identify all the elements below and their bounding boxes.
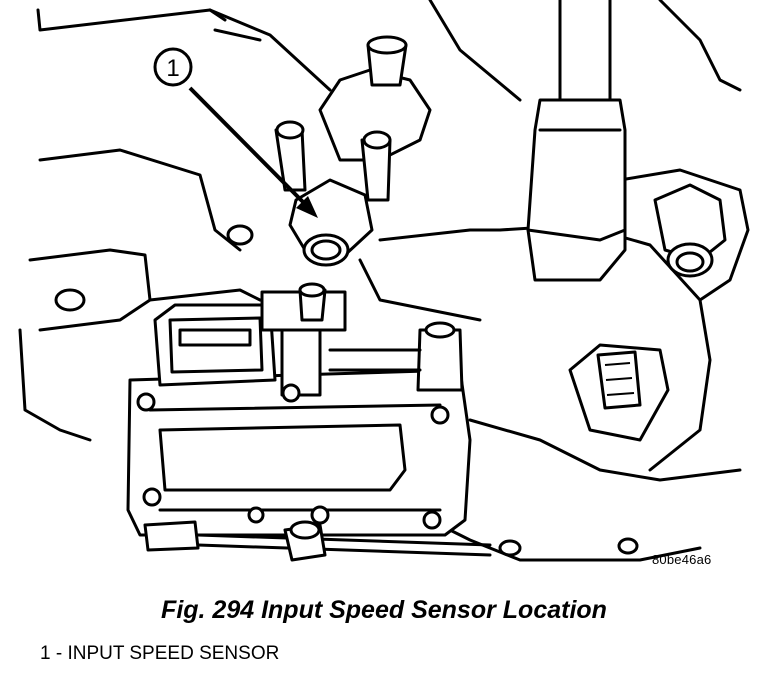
callout-1: 1 — [153, 47, 318, 218]
right-fitting — [653, 183, 727, 278]
figure-caption: Fig. 294 Input Speed Sensor Location — [161, 596, 607, 624]
upper-bracket — [274, 35, 432, 202]
lower-harness — [143, 520, 492, 562]
transmission-housing — [18, 0, 750, 562]
legend-item: 1 - INPUT SPEED SENSOR — [40, 643, 280, 664]
line-art-illustration: 1 — [18, 0, 750, 562]
callout-number: 1 — [166, 55, 179, 82]
transmission-drawing: 1 — [18, 0, 750, 562]
solenoid-assembly — [126, 282, 472, 537]
right-connector — [568, 343, 670, 442]
input-speed-sensor — [288, 178, 374, 267]
drawing-code: 80be46a6 — [652, 552, 712, 567]
shift-shaft — [526, 0, 627, 282]
